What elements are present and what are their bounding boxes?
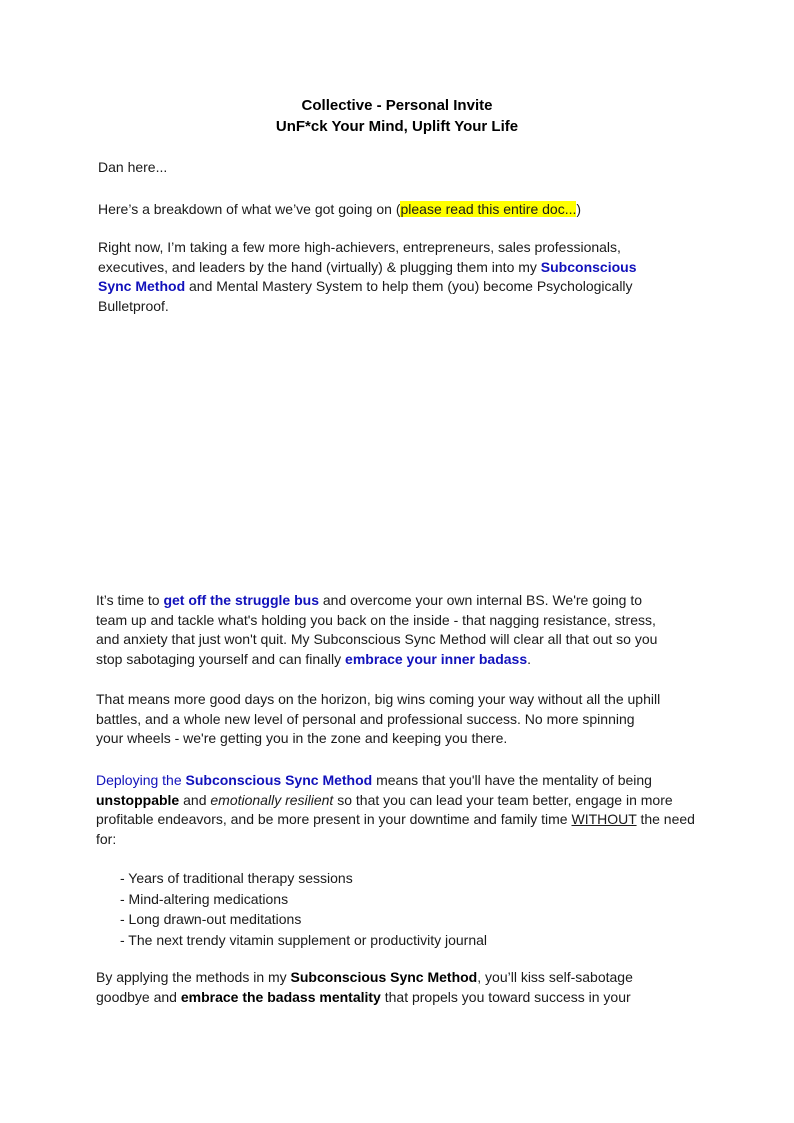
deploying-paragraph: Deploying the Subconscious Sync Method m… bbox=[96, 771, 704, 849]
highlighted-note: please read this entire doc... bbox=[400, 201, 577, 217]
needs-list: - Years of traditional therapy sessions … bbox=[120, 868, 620, 950]
bold-term: embrace the badass mentality bbox=[180, 988, 381, 1005]
struggle-link[interactable]: get off the struggle bus bbox=[163, 592, 319, 608]
list-item: - Years of traditional therapy sessions bbox=[120, 870, 353, 886]
bold-term: Subconscious Sync Method bbox=[290, 969, 478, 985]
doc-subtitle: UnF*ck Your Mind, Uplift Your Life bbox=[275, 118, 519, 135]
para-text: and bbox=[179, 791, 211, 808]
para-text: and overcome your own internal BS. We're… bbox=[96, 592, 658, 667]
method-link[interactable]: Subconscious Sync Method bbox=[185, 772, 373, 788]
list-item: - Long drawn-out meditations bbox=[120, 911, 302, 927]
para-text: the need for: bbox=[96, 811, 695, 847]
list-item: - The next trendy vitamin supplement or … bbox=[120, 931, 488, 948]
deploying-lead: Deploying the bbox=[96, 772, 186, 788]
badass-link[interactable]: embrace your inner badass bbox=[345, 650, 528, 667]
good-days-paragraph: That means more good days on the horizon… bbox=[96, 691, 661, 746]
greeting: Dan here... bbox=[98, 159, 168, 175]
method-link[interactable]: Subconscious Sync Method bbox=[98, 258, 637, 295]
breakdown-text: Here’s a breakdown of what we’ve got goi… bbox=[98, 201, 401, 217]
para-text: and Mental Mastery System to help them (… bbox=[98, 278, 633, 314]
para-text: It’s time to bbox=[96, 592, 164, 608]
para-text: By applying the methods in my bbox=[96, 969, 291, 985]
para-text: that propels you toward success in your bbox=[380, 988, 631, 1005]
para-text: so that you can lead your team better, e… bbox=[96, 791, 673, 828]
breakdown-line: Here’s a breakdown of what we’ve got goi… bbox=[98, 200, 698, 220]
list-item: - Mind-altering medications bbox=[120, 890, 289, 907]
para-text: means that you'll have the mentality of … bbox=[372, 772, 652, 788]
italic-term: emotionally resilient bbox=[210, 791, 334, 808]
para-text: Right now, I’m taking a few more high-ac… bbox=[98, 239, 621, 275]
applying-paragraph: By applying the methods in my Subconscio… bbox=[96, 968, 661, 1007]
underlined-term: WITHOUT bbox=[571, 811, 637, 827]
breakdown-close: ) bbox=[576, 201, 582, 217]
doc-title: Collective - Personal Invite bbox=[301, 97, 493, 114]
struggle-paragraph: It’s time to get off the struggle bus an… bbox=[96, 591, 661, 669]
bold-term: unstoppable bbox=[96, 791, 180, 808]
intro-paragraph: Right now, I’m taking a few more high-ac… bbox=[98, 238, 663, 316]
para-text: . bbox=[527, 650, 532, 667]
para-text: , you’ll kiss self-sabotage goodbye and bbox=[96, 969, 633, 1005]
